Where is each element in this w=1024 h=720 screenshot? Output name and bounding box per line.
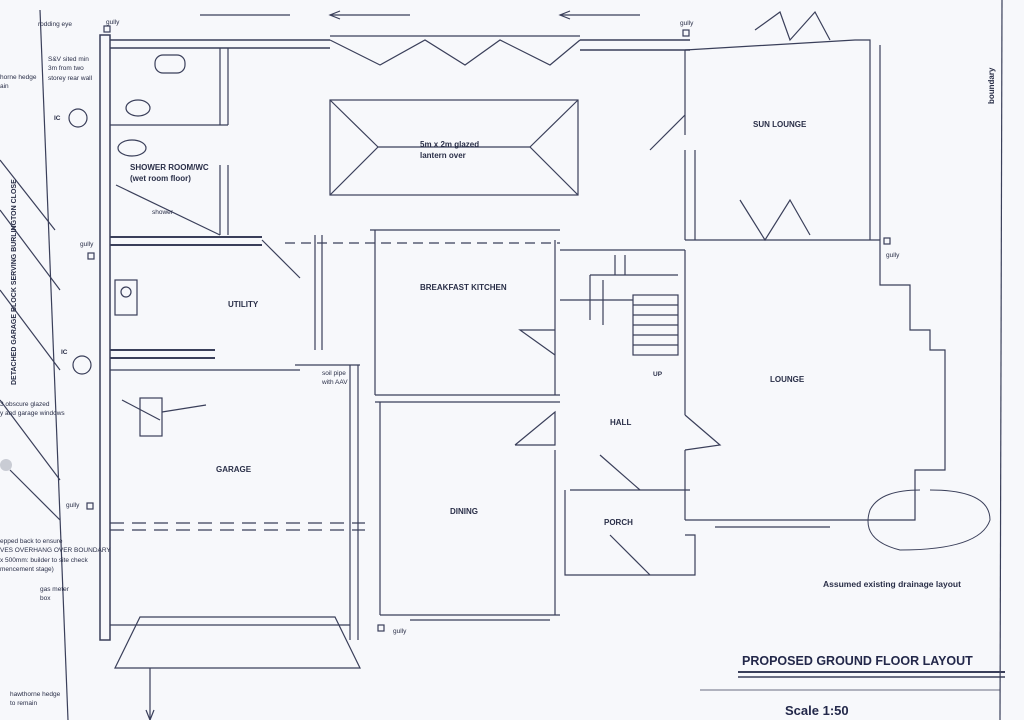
hawthorne-hedge-note: hawthorne hedge to remain bbox=[10, 691, 61, 708]
diagonal-hatch-1 bbox=[0, 159, 56, 231]
shower-room-label: SHOWER ROOM/WC (wet room floor) bbox=[130, 163, 209, 183]
gully-note-3: gully bbox=[80, 241, 94, 248]
drainage-note: Assumed existing drainage layout bbox=[823, 579, 961, 589]
outer-wall-left bbox=[99, 34, 111, 641]
gully-note-4: gully bbox=[886, 252, 900, 259]
stairs-up-label: UP bbox=[653, 371, 663, 378]
glazed-lantern bbox=[329, 99, 579, 196]
breakfast-kitchen-label: BREAKFAST KITCHEN bbox=[420, 283, 507, 292]
hedge-top-note: horne hedge ain bbox=[0, 74, 37, 91]
soil-pipe-note: soil pipe with AAV bbox=[322, 370, 348, 387]
diagonal-hatch-3 bbox=[0, 289, 61, 371]
diagonal-hatch-2 bbox=[0, 209, 61, 291]
hall-label: HALL bbox=[610, 418, 632, 427]
gully-note-2: gully bbox=[680, 20, 694, 27]
ic-label-1: IC bbox=[54, 115, 61, 122]
inspection-chamber-1 bbox=[68, 108, 88, 128]
utility-label: UTILITY bbox=[228, 300, 259, 309]
shower-label: shower bbox=[152, 209, 173, 216]
obscure-glazing-note: 3 obscure glazed y and garage windows bbox=[0, 401, 65, 418]
right-boundary-line bbox=[999, 0, 1003, 720]
inspection-chamber-2 bbox=[72, 355, 92, 375]
lantern-label: 5m x 2m glazed lantern over bbox=[420, 140, 480, 160]
left-boundary-line bbox=[39, 9, 69, 720]
stepped-back-note: epped back to ensure VES OVERHANG OVER B… bbox=[0, 538, 111, 574]
rodding-eye-note: rodding eye bbox=[38, 21, 72, 28]
garage-ventilation-box bbox=[139, 397, 163, 437]
diagonal-hatch-5 bbox=[9, 469, 61, 521]
driveway bbox=[114, 616, 361, 669]
sv-note: S&V sited min 3m from two storey rear wa… bbox=[48, 56, 93, 82]
drawing-title: PROPOSED GROUND FLOOR LAYOUT bbox=[742, 654, 973, 668]
sun-lounge-door-top bbox=[754, 10, 831, 42]
gas-meter-note: gas meter box bbox=[40, 586, 69, 603]
ic-label-2: IC bbox=[61, 349, 68, 356]
gully-note-1: gully bbox=[106, 19, 120, 26]
dining-label: DINING bbox=[450, 507, 478, 516]
diagonal-hatch-4 bbox=[0, 399, 61, 481]
porch-label: PORCH bbox=[604, 518, 633, 527]
lounge-label: LOUNGE bbox=[770, 375, 805, 384]
scale-label: Scale 1:50 bbox=[785, 703, 849, 718]
garage-label: GARAGE bbox=[216, 465, 252, 474]
bifold-doors-top bbox=[329, 39, 581, 66]
drainage-path bbox=[867, 489, 991, 551]
sun-lounge-label: SUN LOUNGE bbox=[753, 120, 807, 129]
gully-note-6: gully bbox=[393, 628, 407, 635]
boundary-label: boundary bbox=[987, 67, 996, 104]
sink bbox=[114, 279, 138, 316]
detached-garage-note: DETACHED GARAGE BLOCK SERVING BURLINGTON… bbox=[11, 179, 18, 385]
sun-lounge-door-bottom bbox=[739, 198, 811, 242]
gully-note-5: gully bbox=[66, 502, 80, 509]
